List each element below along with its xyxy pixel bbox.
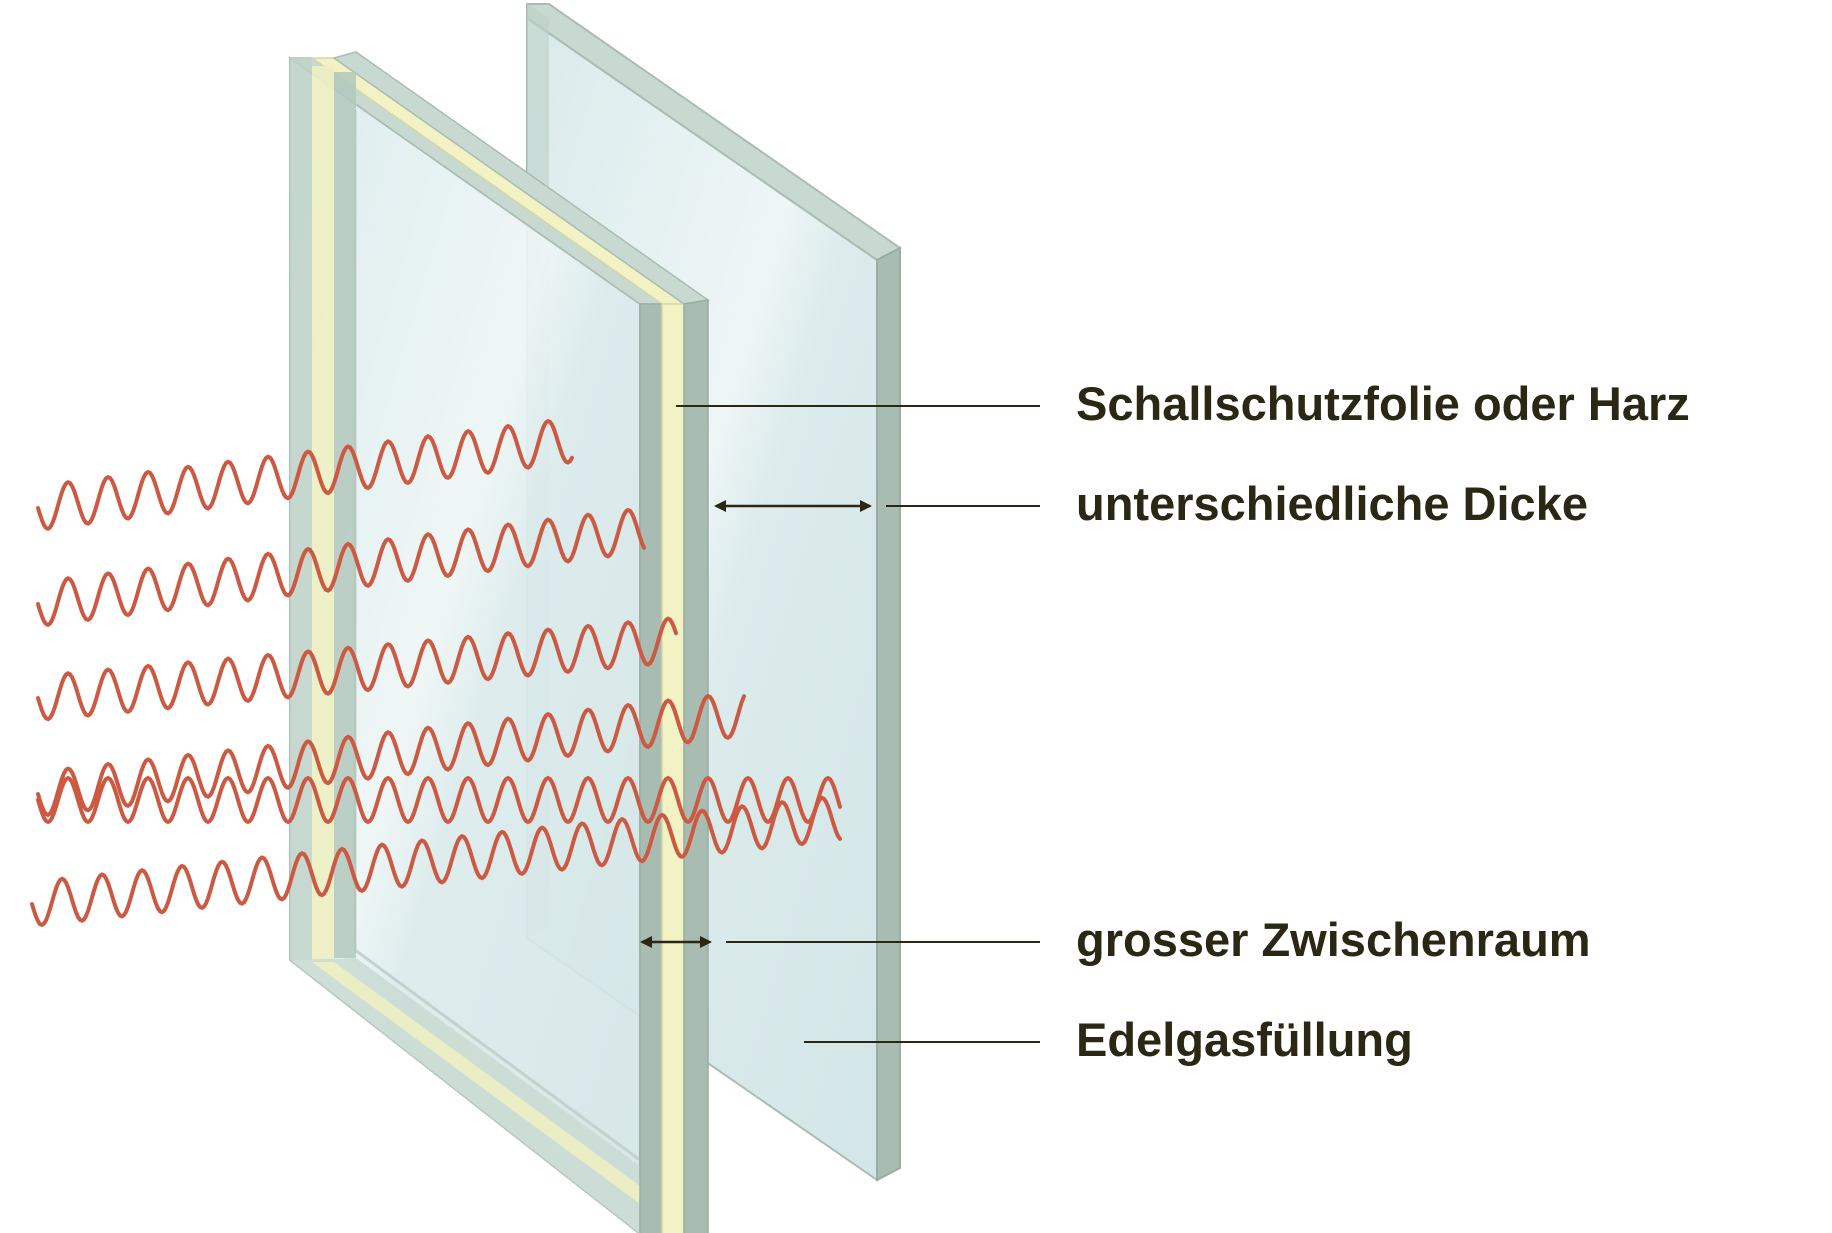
sound-wave-2	[36, 507, 646, 628]
back-pane-side-edge	[876, 246, 901, 1182]
label-unterschiedliche-dicke: unterschiedliche Dicke	[1076, 477, 1588, 530]
front-pane-side-glass-a	[639, 303, 663, 1233]
sound-wave-3	[36, 616, 678, 722]
front-pane-side-glass-b	[683, 299, 709, 1233]
sound-wave-6	[30, 795, 842, 928]
front-pane-bottom-glass	[290, 958, 640, 1233]
label-edelgasfuellung: Edelgasfüllung	[1076, 1013, 1413, 1066]
sound-wave-1	[36, 418, 574, 531]
label-schallschutzfolie: Schallschutzfolie oder Harz	[1076, 377, 1690, 430]
front-pane-side-foil	[661, 303, 685, 1233]
front-laminated-pane	[287, 51, 710, 1233]
callout-lines	[640, 405, 1040, 1043]
front-pane-left-glass-a	[290, 58, 312, 960]
front-pane-bottom-foil	[312, 962, 640, 1204]
sound-wave-4	[36, 693, 746, 818]
sine-wave-icon	[30, 418, 842, 928]
sound-wave-5	[36, 775, 842, 825]
label-grosser-zwischenraum: grosser Zwischenraum	[1076, 913, 1591, 966]
front-pane-left-foil	[312, 66, 334, 960]
front-pane-left-glass-b	[334, 72, 356, 958]
callout-labels: Schallschutzfolie oder Harz unterschiedl…	[1076, 377, 1690, 1066]
